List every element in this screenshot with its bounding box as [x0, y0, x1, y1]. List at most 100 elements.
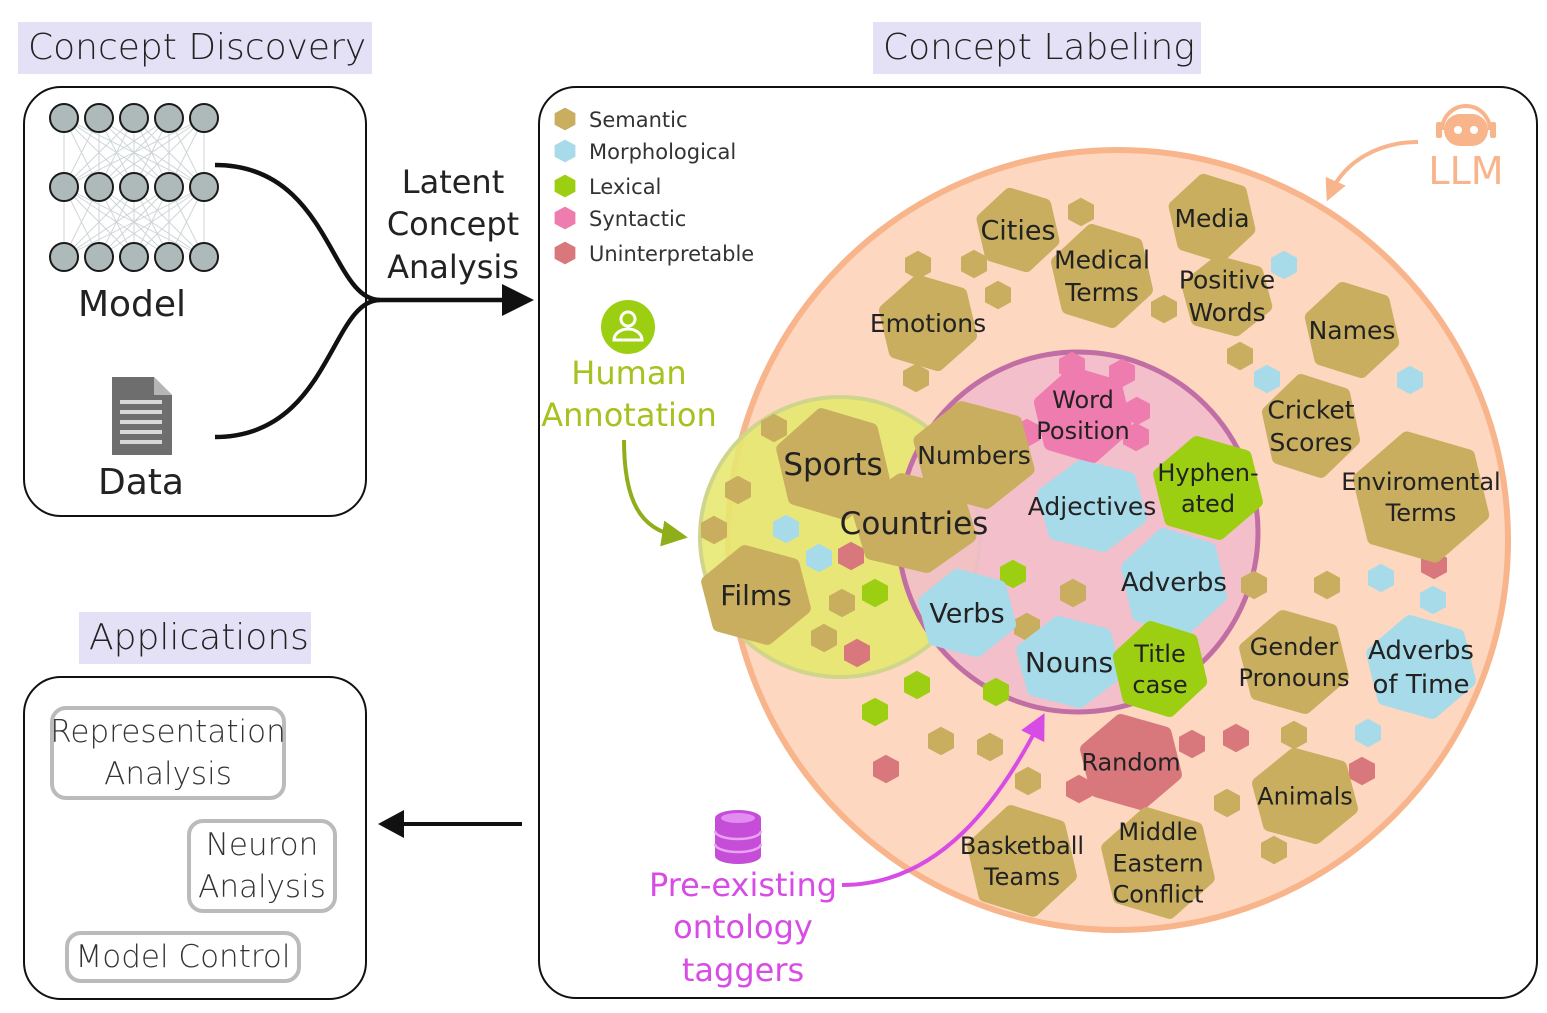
network-node	[189, 242, 219, 272]
network-node	[84, 242, 114, 272]
concept-blob	[1051, 224, 1153, 328]
network-node	[119, 172, 149, 202]
network-node	[84, 103, 114, 133]
concept-dot	[862, 697, 888, 727]
latent-label-line-1: Latent	[402, 163, 505, 201]
concept-dot	[1000, 559, 1026, 589]
concept-label: Conflict	[1112, 881, 1203, 909]
concept-dot	[983, 677, 1009, 707]
concept-dot	[977, 732, 1003, 762]
network-node	[154, 242, 184, 272]
concept-discovery-title: Concept Discovery	[18, 22, 372, 74]
legend-label: Morphological	[589, 140, 736, 164]
concept-dot	[1060, 578, 1086, 608]
concept-dot	[1179, 729, 1205, 759]
concept-label: Title	[1133, 640, 1185, 668]
concept-label: Teams	[983, 863, 1060, 891]
concept-label: Pronouns	[1239, 664, 1350, 692]
concept-blobs: CitiesMedicalTermsMediaPositiveWordsName…	[701, 173, 1501, 919]
concept-blob	[879, 275, 977, 371]
concept-blob	[1352, 431, 1490, 563]
discovery-arrowhead	[502, 284, 534, 316]
concept-dot	[905, 250, 931, 280]
concept-dot	[1241, 570, 1267, 600]
concept-label: case	[1132, 671, 1187, 699]
concept-label: Word	[1052, 386, 1114, 414]
concept-dot	[761, 413, 787, 443]
concept-dot	[1261, 835, 1287, 865]
concept-label: Position	[1036, 417, 1129, 445]
concept-blob	[967, 805, 1077, 917]
data-label: Data	[98, 462, 184, 503]
latent-label-line-2: Concept	[387, 205, 519, 243]
neuron-line-2: Analysis	[198, 869, 326, 905]
latent-label-line-3: Analysis	[387, 248, 519, 286]
network-node	[119, 103, 149, 133]
concept-label: Positive	[1179, 266, 1275, 295]
concept-discovery-panel	[23, 86, 367, 517]
concept-dot	[811, 623, 837, 653]
legend: SemanticMorphologicalLexicalSyntacticUni…	[554, 107, 754, 266]
concept-dot	[773, 514, 799, 544]
concept-dot	[1223, 723, 1249, 753]
concept-dot	[1214, 788, 1240, 818]
concept-blob	[1121, 528, 1227, 636]
concept-dot	[1349, 756, 1375, 786]
concept-label: Scores	[1269, 428, 1352, 457]
robot-icon	[1436, 104, 1496, 146]
representation-line-2: Analysis	[104, 756, 232, 792]
network-node	[189, 103, 219, 133]
concept-blob	[1181, 255, 1273, 337]
human-label-line-2: Annotation	[541, 396, 716, 434]
concept-blob	[776, 408, 890, 520]
concept-blob	[913, 401, 1035, 509]
concept-blob	[918, 568, 1016, 658]
data-flow-curve	[214, 297, 381, 440]
concept-blob	[1239, 610, 1349, 714]
concept-label: Media	[1174, 204, 1249, 233]
concept-dot	[1254, 364, 1280, 394]
concept-blob	[976, 187, 1060, 273]
concept-dot	[873, 754, 899, 784]
legend-label: Lexical	[589, 175, 661, 199]
concept-label: Enviromental	[1341, 468, 1500, 496]
model-control-box: Model Control	[65, 931, 301, 983]
ontology-label-line-2: ontology	[673, 908, 813, 946]
model-label: Model	[78, 284, 186, 325]
concept-blob	[1034, 367, 1132, 463]
concept-dot	[1355, 718, 1381, 748]
concept-blob	[1252, 748, 1358, 844]
model-flow-curve	[214, 162, 512, 303]
concept-dot	[1271, 250, 1297, 280]
legend-swatch	[554, 174, 576, 198]
concept-blob	[1037, 460, 1147, 552]
concept-label: Countries	[840, 506, 989, 542]
concept-dot	[862, 578, 888, 608]
network-node	[49, 242, 79, 272]
concept-dot	[1420, 585, 1446, 615]
concept-label: Terms	[1064, 278, 1139, 307]
legend-label: Syntactic	[589, 207, 686, 231]
network-node	[84, 172, 114, 202]
concept-label: Animals	[1257, 782, 1353, 810]
person-icon	[601, 300, 655, 354]
concept-label: Adverbs	[1121, 568, 1227, 598]
llm-arrow	[1325, 140, 1419, 202]
concept-dot	[904, 670, 930, 700]
concept-dot	[985, 280, 1011, 310]
legend-swatch	[554, 139, 576, 163]
ontology-label-line-1: Pre-existing	[649, 866, 837, 904]
network-node	[49, 172, 79, 202]
network-node	[154, 103, 184, 133]
concept-dots	[701, 197, 1447, 865]
concept-label: ated	[1181, 490, 1235, 518]
concept-label: Numbers	[917, 441, 1030, 470]
concept-label: Adjectives	[1028, 492, 1157, 521]
concept-dot	[961, 249, 987, 279]
concept-dot	[1068, 197, 1094, 227]
llm-label: LLM	[1428, 149, 1503, 193]
concept-blob	[701, 545, 811, 645]
concept-blob	[851, 473, 977, 573]
